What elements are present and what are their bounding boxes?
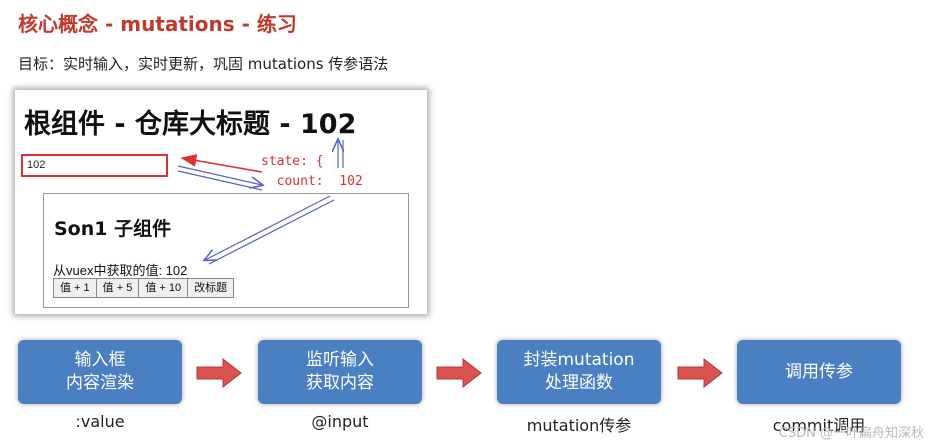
flow-step-mutation-label: 封装mutation 处理函数 [523, 350, 635, 393]
son1-component: Son1 子组件 从vuex中获取的值: 102 值 + 1 值 + 5 值 +… [43, 193, 409, 308]
flow-caption-mutation: mutation传参 [526, 416, 632, 435]
watermark: CSDN @一叶扁舟知深秋 [778, 426, 924, 441]
slide-title: 核心概念 - mutations - 练习 [18, 12, 297, 36]
add-1-button[interactable]: 值 + 1 [53, 278, 97, 298]
flow-caption-value: :value [75, 412, 125, 431]
flow-caption-input: @input [311, 412, 369, 431]
root-component-title: 根组件 - 仓库大标题 - 102 [24, 109, 357, 140]
son1-title: Son1 子组件 [54, 218, 172, 240]
count-input[interactable]: 102 [21, 154, 168, 177]
son1-button-group: 值 + 1 值 + 5 值 + 10 改标题 [53, 278, 235, 298]
add-5-button[interactable]: 值 + 5 [95, 278, 140, 298]
add-10-button[interactable]: 值 + 10 [138, 278, 189, 298]
flow-step-mutation: 封装mutation 处理函数 [497, 340, 661, 404]
flow-step-commit-label: 调用传参 [785, 361, 853, 382]
flow-step-commit: 调用传参 [737, 340, 901, 404]
flow-arrow-1 [196, 357, 242, 389]
flow-caption-commit: commit调用 [772, 416, 866, 435]
flow-step-listen-label: 监听输入 获取内容 [306, 350, 374, 393]
demo-screenshot: 根组件 - 仓库大标题 - 102 102 state: { count: 10… [15, 90, 427, 314]
flow-step-render: 输入框 内容渲染 [18, 340, 182, 404]
flow-arrow-2 [436, 357, 482, 389]
son1-value-text: 从vuex中获取的值: 102 [53, 263, 188, 278]
change-title-button[interactable]: 改标题 [187, 278, 235, 298]
slide-subtitle: 目标：实时输入，实时更新，巩固 mutations 传参语法 [18, 55, 389, 73]
flow-step-listen: 监听输入 获取内容 [258, 340, 422, 404]
flow-step-render-label: 输入框 内容渲染 [66, 350, 134, 393]
flow-arrow-3 [677, 357, 723, 389]
